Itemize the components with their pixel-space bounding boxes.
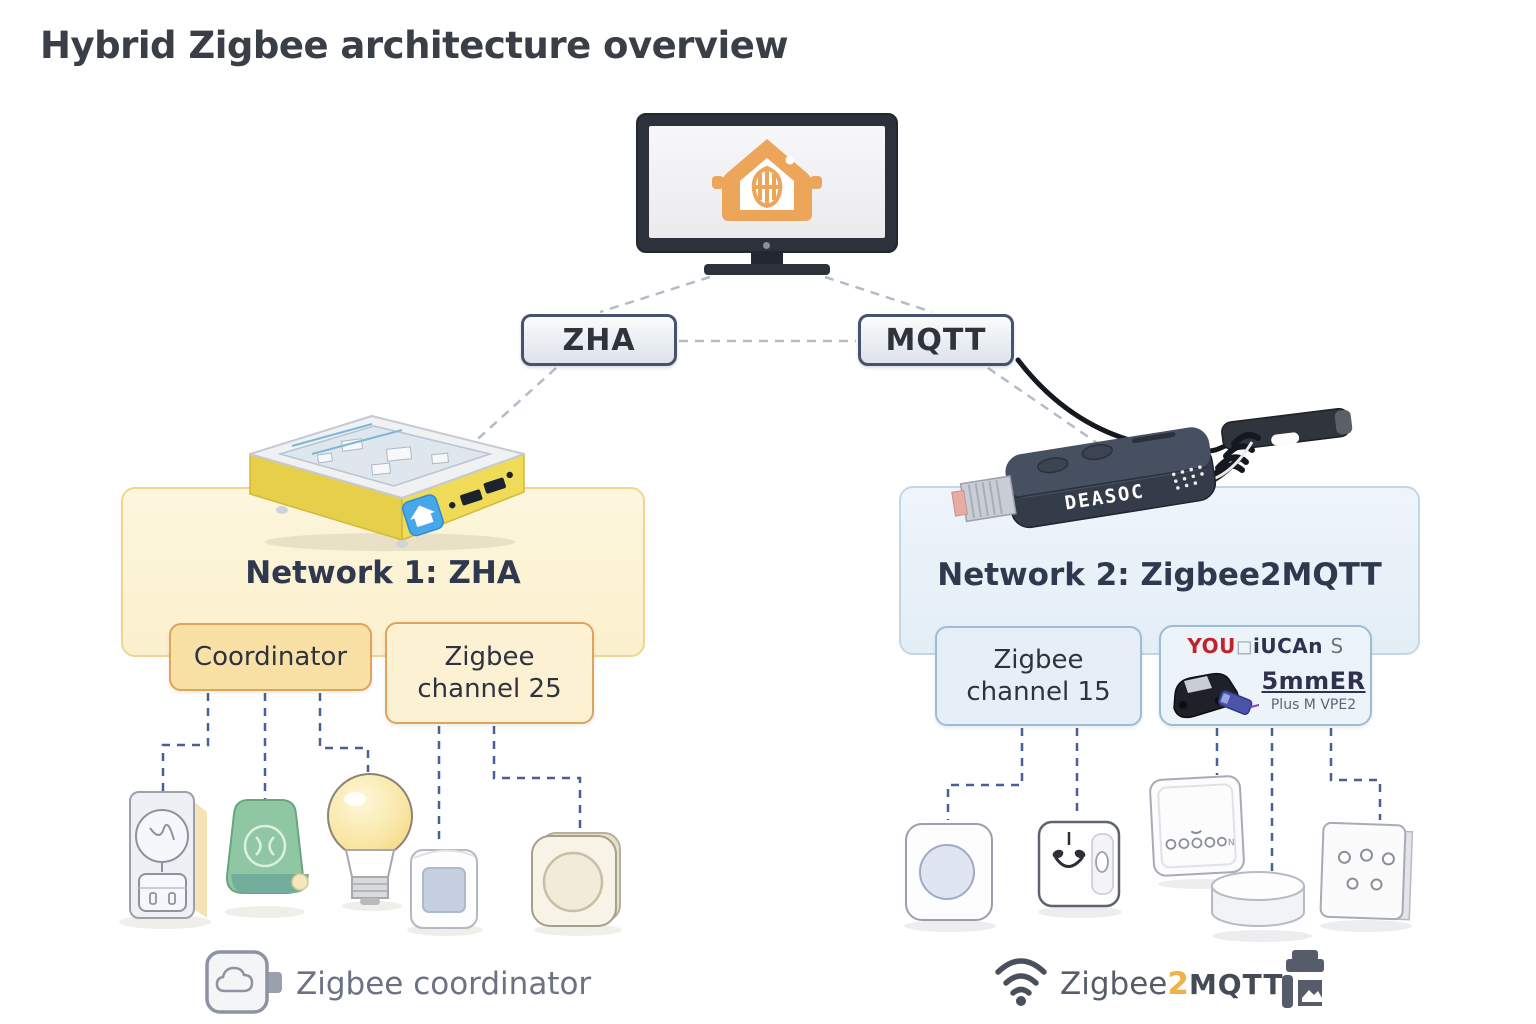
z2m-mqtt-text: MQTT xyxy=(1188,968,1284,1001)
network1-title: Network 1: ZHA xyxy=(245,555,521,591)
zha-node: ZHA xyxy=(521,314,677,366)
link-mqtt-dongle xyxy=(987,366,1104,449)
channel-15-label: Zigbee channel 15 xyxy=(966,644,1111,708)
link-n2-device5 xyxy=(1329,728,1382,820)
hub-usb-ports xyxy=(449,471,513,509)
vendor-brand-rest: iUCAn xyxy=(1252,634,1323,658)
link-n1-device3 xyxy=(318,693,370,772)
hub-house-badge xyxy=(401,494,444,537)
device-light-bulb xyxy=(327,773,413,905)
cloud-icon xyxy=(215,966,254,993)
coordinator-legend-icon xyxy=(205,950,282,1014)
device-wall-switch xyxy=(1319,821,1414,921)
clipboard-icon xyxy=(1282,950,1324,1008)
device-round-puck xyxy=(1211,871,1305,927)
mqtt-node: MQTT xyxy=(858,314,1014,366)
vendor-dongle-images xyxy=(1173,672,1259,719)
device-green-smart-plug xyxy=(225,799,309,894)
link-monitor-zha xyxy=(599,275,711,314)
monitor-base xyxy=(704,264,830,275)
link-n1-device5 xyxy=(492,726,582,832)
device-wall-outlet xyxy=(1037,820,1121,908)
coordinator-label: Coordinator xyxy=(193,641,348,672)
zigbee-channel-15-box: Zigbee channel 15 xyxy=(935,626,1142,726)
link-monitor-mqtt xyxy=(824,275,933,314)
device-square-button xyxy=(905,823,993,921)
dongle-vendor-badge: YOU◻iUCAn S 5mmER Plus M VPE2 xyxy=(1159,625,1372,726)
network2-title: Network 2: Zigbee2MQTT xyxy=(937,557,1382,593)
dongle-body: DEASOC xyxy=(951,427,1217,529)
vendor-subtitle: Plus M VPE2 xyxy=(1270,697,1357,713)
link-zha-coordinator-device xyxy=(469,367,557,447)
monitor-stand xyxy=(751,252,783,265)
vendor-brand-box: ◻ xyxy=(1235,634,1253,658)
black-dongle-screen xyxy=(1184,676,1212,693)
home-assistant-logo-icon xyxy=(712,139,822,221)
vendor-brand-suffix: S xyxy=(1330,634,1344,658)
page-title: Hybrid Zigbee architecture overview xyxy=(40,24,789,67)
z2m-zigbee-text: Zigbee xyxy=(1060,966,1168,1002)
zha-label: ZHA xyxy=(562,322,636,358)
devices-layer: N xyxy=(119,773,1414,942)
hub-circuit-board xyxy=(277,425,493,487)
dongle-antenna xyxy=(1221,407,1353,451)
ha-yellow-hub xyxy=(249,415,525,551)
wifi-icon xyxy=(995,958,1047,1006)
device-smart-button xyxy=(531,832,621,927)
device-relay-module: N xyxy=(1149,775,1245,877)
blue-usb-stick xyxy=(1217,690,1259,716)
coordinator-box: Coordinator xyxy=(169,623,372,691)
dongle-usb-connector xyxy=(951,475,1017,523)
mqtt-label: MQTT xyxy=(885,322,987,358)
dongle-led-grid xyxy=(1171,465,1204,490)
vendor-model: 5mmER xyxy=(1261,667,1366,695)
zigbee-usb-dongle: DEASOC xyxy=(951,407,1353,529)
zigbee-channel-25-box: Zigbee channel 25 xyxy=(385,622,594,724)
svg-text:N: N xyxy=(1228,838,1235,848)
vendor-brand-red: YOU xyxy=(1187,634,1236,658)
vendor-brand: YOU◻iUCAn S xyxy=(1161,634,1370,658)
link-n2-device1 xyxy=(946,728,1024,820)
device-smart-plug-meter xyxy=(129,791,207,919)
device-motion-sensor xyxy=(410,849,478,929)
z2m-two-text: 2 xyxy=(1167,966,1189,1002)
channel-25-label: Zigbee channel 25 xyxy=(417,641,562,705)
coordinator-legend-label: Zigbee coordinator xyxy=(296,966,592,1002)
monitor-power-led xyxy=(763,242,770,249)
